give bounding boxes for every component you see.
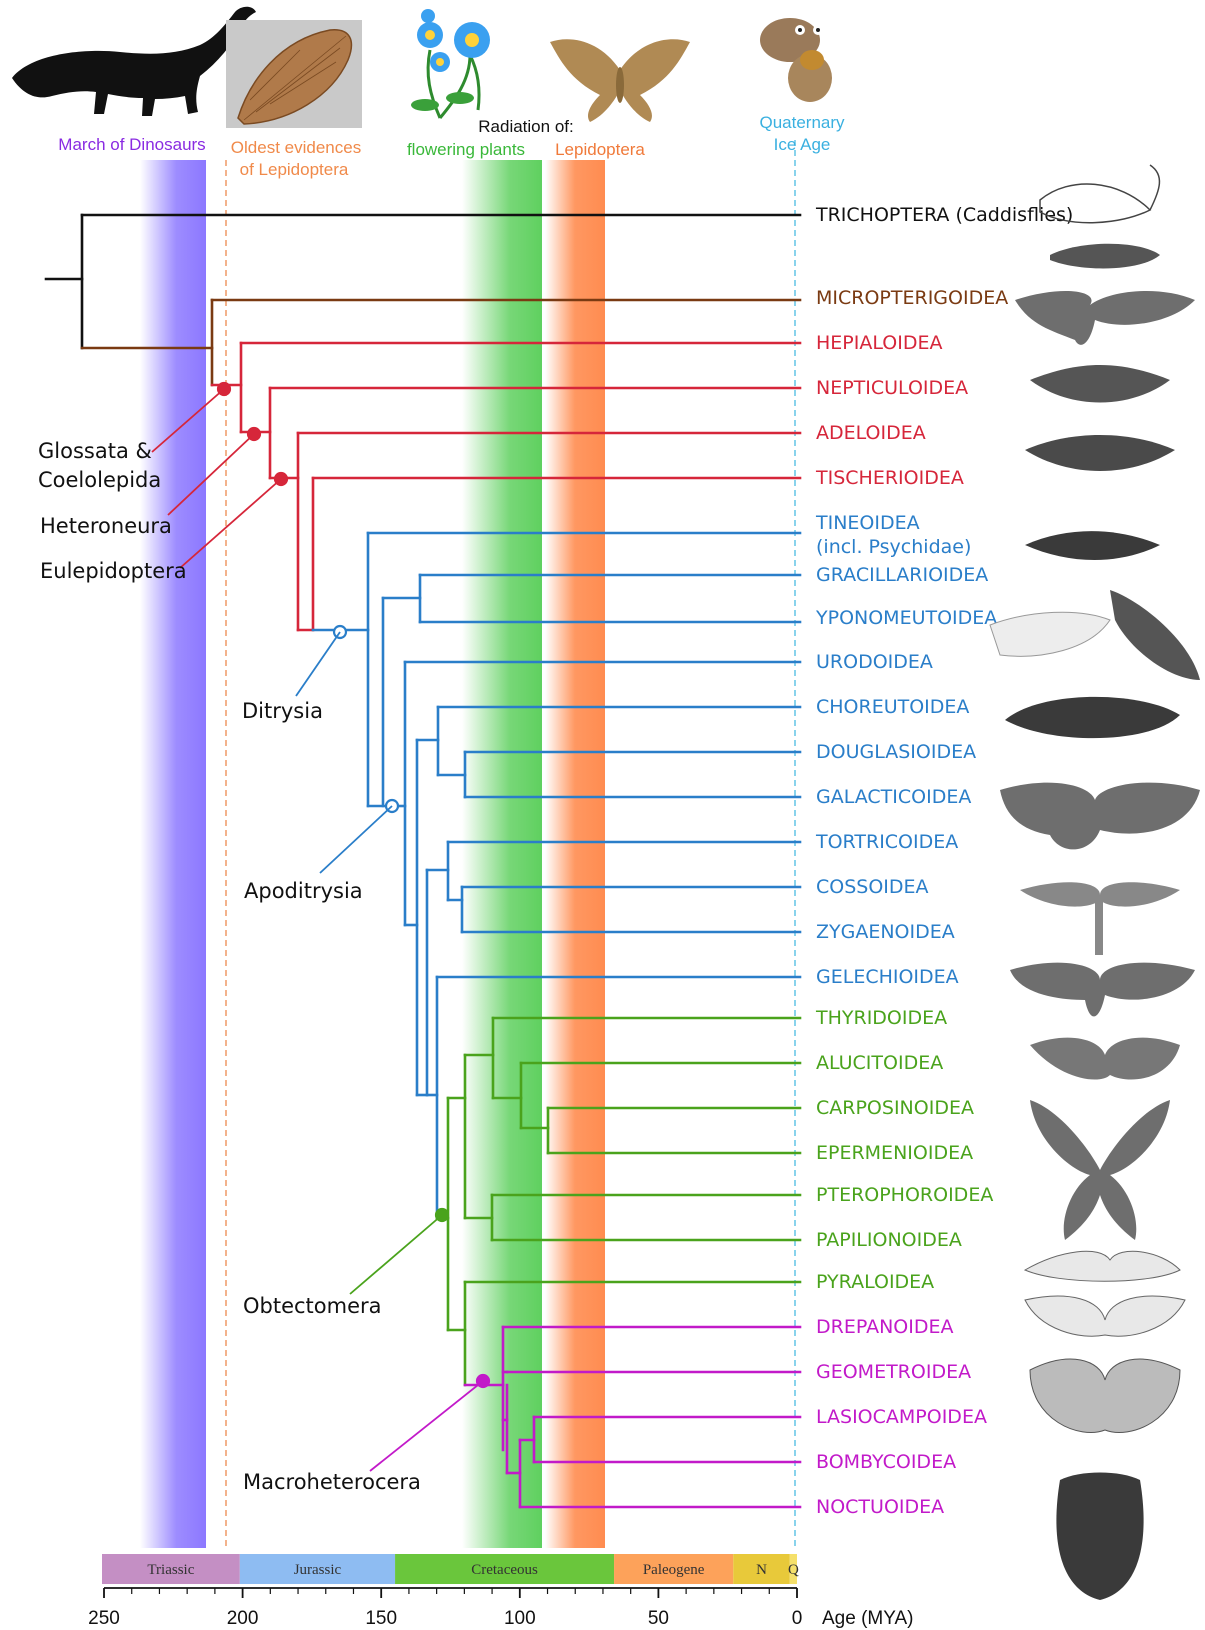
butterfly-icon xyxy=(1030,1100,1170,1240)
ice-age-label-line2: Ice Age xyxy=(774,135,831,154)
period-label: Triassic xyxy=(147,1562,194,1578)
axis-tick-label: 200 xyxy=(227,1608,259,1629)
taxon-label: CARPOSINOIDEA xyxy=(816,1097,974,1119)
taxon-label: BOMBYCOIDEA xyxy=(816,1451,956,1473)
geometrid-moth-icon xyxy=(1030,1359,1180,1432)
taxon-label: HEPIALOIDEA xyxy=(816,332,942,354)
cossid-moth-icon xyxy=(1020,882,1180,955)
fossil-wing-image xyxy=(226,20,362,128)
obtectomera-pointer xyxy=(350,1215,442,1294)
taxon-label: URODOIDEA xyxy=(816,651,933,673)
taxon-label: PYRALOIDEA xyxy=(816,1271,934,1293)
taxon-label: MICROPTERIGOIDEA xyxy=(816,287,1008,309)
drepanid-moth-icon xyxy=(1025,1296,1185,1336)
macroheterocera-label: Macroheterocera xyxy=(243,1470,421,1494)
dinosaur-icon xyxy=(12,7,256,116)
tineid-moth-icon xyxy=(1025,531,1160,560)
axis-tick-label: 0 xyxy=(792,1608,803,1629)
taxon-label: COSSOIDEA xyxy=(816,876,929,898)
taxon-label: TISCHERIOIDEA xyxy=(815,467,964,489)
flowering-plants-label: flowering plants xyxy=(407,140,525,159)
lepidoptera-radiation-label: Lepidoptera xyxy=(555,140,645,159)
axis-tick-label: 250 xyxy=(88,1608,120,1629)
taxon-label: TORTRICOIDEA xyxy=(815,831,958,853)
taxon-label: ADELOIDEA xyxy=(816,422,926,444)
moth-silhouettes-column xyxy=(990,165,1200,1600)
period-label: Paleogene xyxy=(643,1562,705,1578)
adelid-moth-icon xyxy=(1025,435,1175,471)
taxon-labels: TRICHOPTERA (Caddisflies) MICROPTERIGOIDE… xyxy=(815,204,1073,1518)
taxon-label: DREPANOIDEA xyxy=(816,1316,953,1338)
taxon-label: ALUCITOIDEA xyxy=(816,1052,943,1074)
glossata-label-line1: Glossata & xyxy=(38,439,152,463)
taxon-label: NOCTUOIDEA xyxy=(816,1496,944,1518)
taxon-label: ZYGAENOIDEA xyxy=(816,921,955,943)
squirrel-icon xyxy=(760,18,832,102)
period-label: Q xyxy=(788,1562,799,1578)
taxon-label: GRACILLARIOIDEA xyxy=(816,564,988,586)
axis-tick-label: 50 xyxy=(648,1608,669,1629)
taxon-label: GELECHIOIDEA xyxy=(816,966,959,988)
radiation-of-label: Radiation of: xyxy=(478,117,573,136)
taxon-label: TINEOIDEA xyxy=(815,512,920,534)
lepidoptera-radiation-band xyxy=(545,160,605,1548)
age-axis-label: Age (MYA) xyxy=(822,1608,914,1629)
galacticid-moth-icon xyxy=(1000,783,1200,850)
taxon-label: THYRIDOIDEA xyxy=(815,1007,947,1029)
taxon-label: CHOREUTOIDEA xyxy=(816,696,969,718)
nepticulid-moth-icon xyxy=(1030,365,1170,403)
pyralid-moth-icon xyxy=(1025,1251,1180,1281)
taxon-label: TRICHOPTERA (Caddisflies) xyxy=(815,204,1073,226)
yponomeutid-moth-icon xyxy=(990,590,1200,680)
taxon-label: GEOMETROIDEA xyxy=(816,1361,971,1383)
period-label: Jurassic xyxy=(294,1562,342,1578)
taxon-label: EPERMENIOIDEA xyxy=(816,1142,973,1164)
eulepidoptera-label: Eulepidoptera xyxy=(40,559,187,583)
ditrysia-label: Ditrysia xyxy=(242,699,323,723)
taxon-label: PAPILIONOIDEA xyxy=(816,1229,962,1251)
age-axis: 250 200 150 100 50 0 xyxy=(88,1588,802,1629)
axis-tick-label: 100 xyxy=(504,1608,536,1629)
geologic-timescale: Triassic Jurassic Cretaceous Paleogene N Q xyxy=(102,1554,799,1584)
axis-tick-label: 150 xyxy=(365,1608,397,1629)
march-of-dinosaurs-label: March of Dinosaurs xyxy=(58,135,205,154)
choreutid-moth-icon xyxy=(1005,697,1180,738)
apoditrysia-pointer xyxy=(320,806,392,873)
obtectomera-label: Obtectomera xyxy=(243,1294,382,1318)
micropterix-moth-icon xyxy=(1050,244,1160,269)
flower-icon xyxy=(411,9,490,118)
thyridid-moth-icon xyxy=(1030,1038,1180,1080)
hepialid-moth-icon xyxy=(1015,291,1195,345)
moth-icon xyxy=(550,39,690,122)
taxon-label: GALACTICOIDEA xyxy=(816,786,971,808)
zygaenid-moth-icon xyxy=(1010,963,1195,1017)
taxon-label: LASIOCAMPOIDEA xyxy=(816,1406,987,1428)
dinosaur-band xyxy=(140,160,206,1548)
glossata-label-line2: Coelolepida xyxy=(38,468,161,492)
period-label: N xyxy=(756,1562,767,1578)
ditrysia-pointer xyxy=(296,632,340,696)
oldest-evidences-label-line2: of Lepidoptera xyxy=(240,160,349,179)
taxon-label: NEPTICULOIDEA xyxy=(816,377,968,399)
quaternary-label-line1: Quaternary xyxy=(759,113,845,132)
taxon-sublabel: (incl. Psychidae) xyxy=(816,536,971,558)
taxon-label: YPONOMEUTOIDEA xyxy=(815,607,997,629)
period-label: Cretaceous xyxy=(471,1562,538,1578)
oldest-evidences-label-line1: Oldest evidences xyxy=(231,138,361,157)
apoditrysia-label: Apoditrysia xyxy=(244,879,363,903)
taxon-label: PTEROPHOROIDEA xyxy=(816,1184,993,1206)
taxon-label: DOUGLASIOIDEA xyxy=(816,741,976,763)
noctuid-moth-icon xyxy=(1056,1473,1143,1601)
heteroneura-label: Heteroneura xyxy=(40,514,172,538)
